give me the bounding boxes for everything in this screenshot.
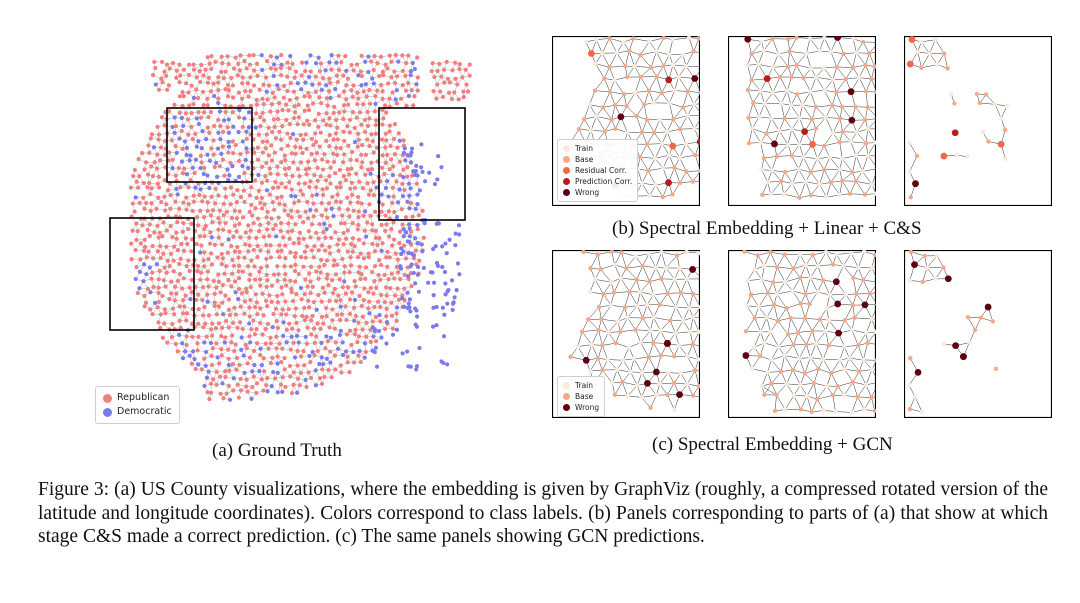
legend-item-democratic: Democratic <box>103 405 172 419</box>
figure-caption-text: (a) US County visualizations, where the … <box>38 479 1048 547</box>
legend-label: Wrong <box>575 403 600 412</box>
wrong-swatch <box>563 404 570 411</box>
legend-item-residual-corr: Residual Corr. <box>563 165 632 176</box>
legend-item-train: Train <box>563 143 632 154</box>
panel-b-legend: Train Base Residual Corr. Prediction Cor… <box>557 139 639 202</box>
caption-a: (a) Ground Truth <box>212 440 342 461</box>
figure-caption: Figure 3: (a) US County visualizations, … <box>38 478 1048 549</box>
legend-item-wrong: Wrong <box>563 402 599 413</box>
base-swatch <box>563 393 570 400</box>
wrong-swatch <box>563 189 570 196</box>
legend-item-prediction-corr: Prediction Corr. <box>563 176 632 187</box>
legend-item-base: Base <box>563 154 632 165</box>
ground-truth-map <box>109 52 472 402</box>
panel-b-zoom-3 <box>904 36 1052 206</box>
residual-corr-swatch <box>563 167 570 174</box>
legend-item-republican: Republican <box>103 391 172 405</box>
democratic-swatch <box>103 407 112 417</box>
legend-label: Base <box>575 392 594 401</box>
legend-label: Train <box>575 144 593 153</box>
base-swatch <box>563 156 570 163</box>
panel-b-zoom-2 <box>728 36 876 206</box>
ground-truth-legend: Republican Democratic <box>95 386 180 424</box>
caption-c: (c) Spectral Embedding + GCN <box>652 434 893 455</box>
legend-label: Train <box>575 381 593 390</box>
legend-label: Residual Corr. <box>575 166 627 175</box>
legend-label: Republican <box>117 392 170 403</box>
panel-c-legend: Train Base Wrong <box>557 376 606 417</box>
legend-item-base: Base <box>563 391 599 402</box>
figure-label: Figure 3: <box>38 479 110 500</box>
prediction-corr-swatch <box>563 178 570 185</box>
panel-c-zoom-2 <box>728 250 876 418</box>
legend-item-train: Train <box>563 380 599 391</box>
legend-label: Wrong <box>575 188 600 197</box>
train-swatch <box>563 145 570 152</box>
train-swatch <box>563 382 570 389</box>
legend-label: Base <box>575 155 594 164</box>
caption-b: (b) Spectral Embedding + Linear + C&S <box>612 218 922 239</box>
legend-label: Democratic <box>117 406 172 417</box>
panel-c-zoom-3 <box>904 250 1052 418</box>
legend-label: Prediction Corr. <box>575 177 633 186</box>
republican-swatch <box>103 393 112 403</box>
legend-item-wrong: Wrong <box>563 187 632 198</box>
